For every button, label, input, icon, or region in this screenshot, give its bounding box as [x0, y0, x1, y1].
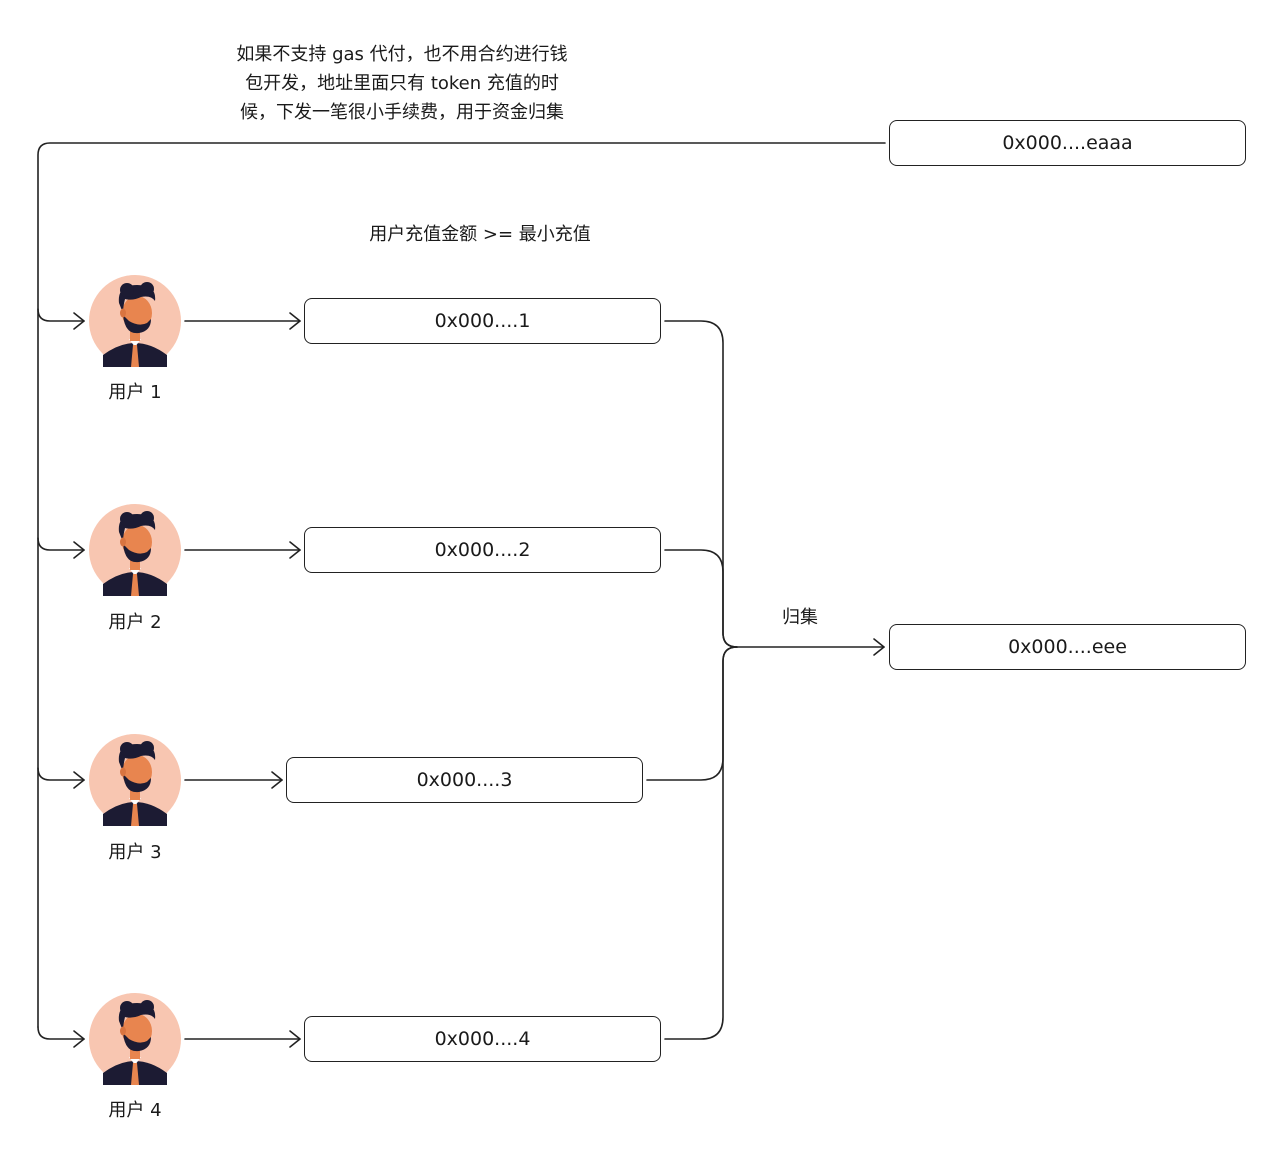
gas-branch-1	[37, 308, 85, 322]
gas-wallet-box: 0x000....eaaa	[889, 120, 1246, 166]
note-line: 候，下发一笔很小手续费，用于资金归集	[240, 102, 564, 123]
gas-branch-3	[37, 767, 85, 781]
user-address-box-1: 0x000....1	[304, 298, 661, 344]
collect-line-2	[664, 549, 738, 648]
user-label-3: 用户 3	[108, 842, 162, 863]
user-address: 0x000....1	[434, 310, 531, 332]
gas-branch-arrow-3	[73, 771, 85, 789]
deposit-condition-label: 用户充值金额 >= 最小充值	[369, 224, 591, 245]
gather-label: 归集	[782, 607, 818, 628]
user-address-box-3: 0x000....3	[286, 757, 643, 803]
gas-branch-4	[37, 1026, 85, 1040]
collect-wallet-box: 0x000....eee	[889, 624, 1246, 670]
user-address: 0x000....2	[434, 539, 531, 561]
gas-wallet-address: 0x000....eaaa	[1002, 132, 1133, 154]
deposit-arrow-1	[289, 312, 301, 330]
gas-branch-arrow-1	[73, 312, 85, 330]
user-label-4: 用户 4	[108, 1100, 162, 1121]
gas-distribution-line	[37, 142, 886, 1028]
deposit-arrow-2	[289, 541, 301, 559]
deposit-arrow-4	[289, 1030, 301, 1048]
deposit-arrow-3	[271, 771, 283, 789]
note-line: 包开发，地址里面只有 token 充值的时	[245, 73, 559, 94]
user-address-box-2: 0x000....2	[304, 527, 661, 573]
user-label-2: 用户 2	[108, 612, 162, 633]
gather-arrow	[873, 638, 885, 656]
gas-branch-arrow-4	[73, 1030, 85, 1048]
user-address-box-4: 0x000....4	[304, 1016, 661, 1062]
gas-branch-2	[37, 537, 85, 551]
user-address: 0x000....4	[434, 1028, 531, 1050]
gas-fee-note: 如果不支持 gas 代付，也不用合约进行钱 包开发，地址里面只有 token 充…	[212, 40, 592, 127]
user-address: 0x000....3	[416, 769, 513, 791]
collect-line-4	[664, 646, 738, 1040]
gas-branch-arrow-2	[73, 541, 85, 559]
user-label-1: 用户 1	[108, 382, 162, 403]
note-line: 如果不支持 gas 代付，也不用合约进行钱	[236, 44, 568, 65]
collect-wallet-address: 0x000....eee	[1008, 636, 1127, 658]
